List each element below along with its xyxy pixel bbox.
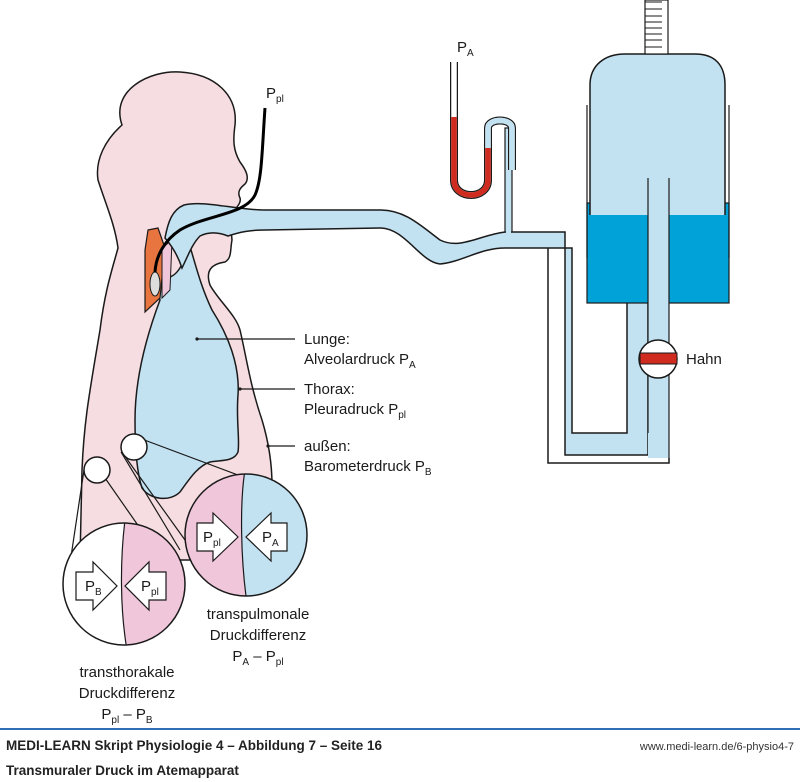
- zoom-point-lung: [120, 433, 148, 461]
- lunge-title: Lunge:: [304, 331, 350, 348]
- arrow-right-icon: [196, 511, 239, 563]
- scale-rod: [644, 0, 669, 55]
- lunge-desc: Alveolardruck PA: [304, 351, 416, 371]
- tt-caption-2: Druckdifferenz: [79, 685, 175, 702]
- tt-caption-1: transthorakale: [79, 664, 174, 681]
- tp-arrow-left-label: Ppl: [203, 529, 221, 549]
- transthorakal-detail: [62, 522, 186, 646]
- mercury-column: [451, 117, 491, 198]
- arrow-left-icon: [124, 560, 167, 612]
- footer-title: MEDI-LEARN Skript Physiologie 4 – Abbild…: [6, 738, 383, 753]
- tp-caption-1: transpulmonale: [207, 606, 310, 623]
- u-tube-manometer: [450, 62, 516, 199]
- thorax-title: Thorax:: [304, 381, 355, 398]
- pa-manometer-label: PA: [457, 39, 474, 59]
- tp-formula: PA – Ppl: [232, 648, 283, 668]
- thorax-desc: Pleuradruck Ppl: [304, 401, 406, 421]
- airway-lumen: [164, 202, 649, 456]
- stopcock-valve[interactable]: [638, 339, 678, 379]
- inner-pipe: [648, 178, 669, 303]
- tt-formula: Ppl – PB: [101, 706, 153, 726]
- zoom-point-thorax: [83, 456, 111, 484]
- spirometer: [586, 0, 730, 304]
- arrow-right-icon: [75, 560, 118, 612]
- ppl-probe-label: Ppl: [266, 85, 284, 105]
- aussen-title: außen:: [304, 438, 351, 455]
- aussen-desc: Barometerdruck PB: [304, 458, 432, 478]
- tt-arrow-left-label: PB: [85, 578, 102, 598]
- esophageal-balloon: [149, 271, 161, 297]
- tt-arrow-right-label: Ppl: [141, 578, 159, 598]
- pleural-catheter: [153, 107, 267, 273]
- tp-caption-2: Druckdifferenz: [210, 627, 306, 644]
- figure-caption: Transmuraler Druck im Atemapparat: [6, 763, 239, 778]
- tp-arrow-right-label: PA: [262, 529, 279, 549]
- footer-url-link[interactable]: www.medi-learn.de/6-physio4-7: [639, 741, 794, 753]
- arrow-left-icon: [245, 511, 288, 563]
- hahn-label: Hahn: [686, 351, 722, 368]
- footer-divider: [0, 728, 800, 730]
